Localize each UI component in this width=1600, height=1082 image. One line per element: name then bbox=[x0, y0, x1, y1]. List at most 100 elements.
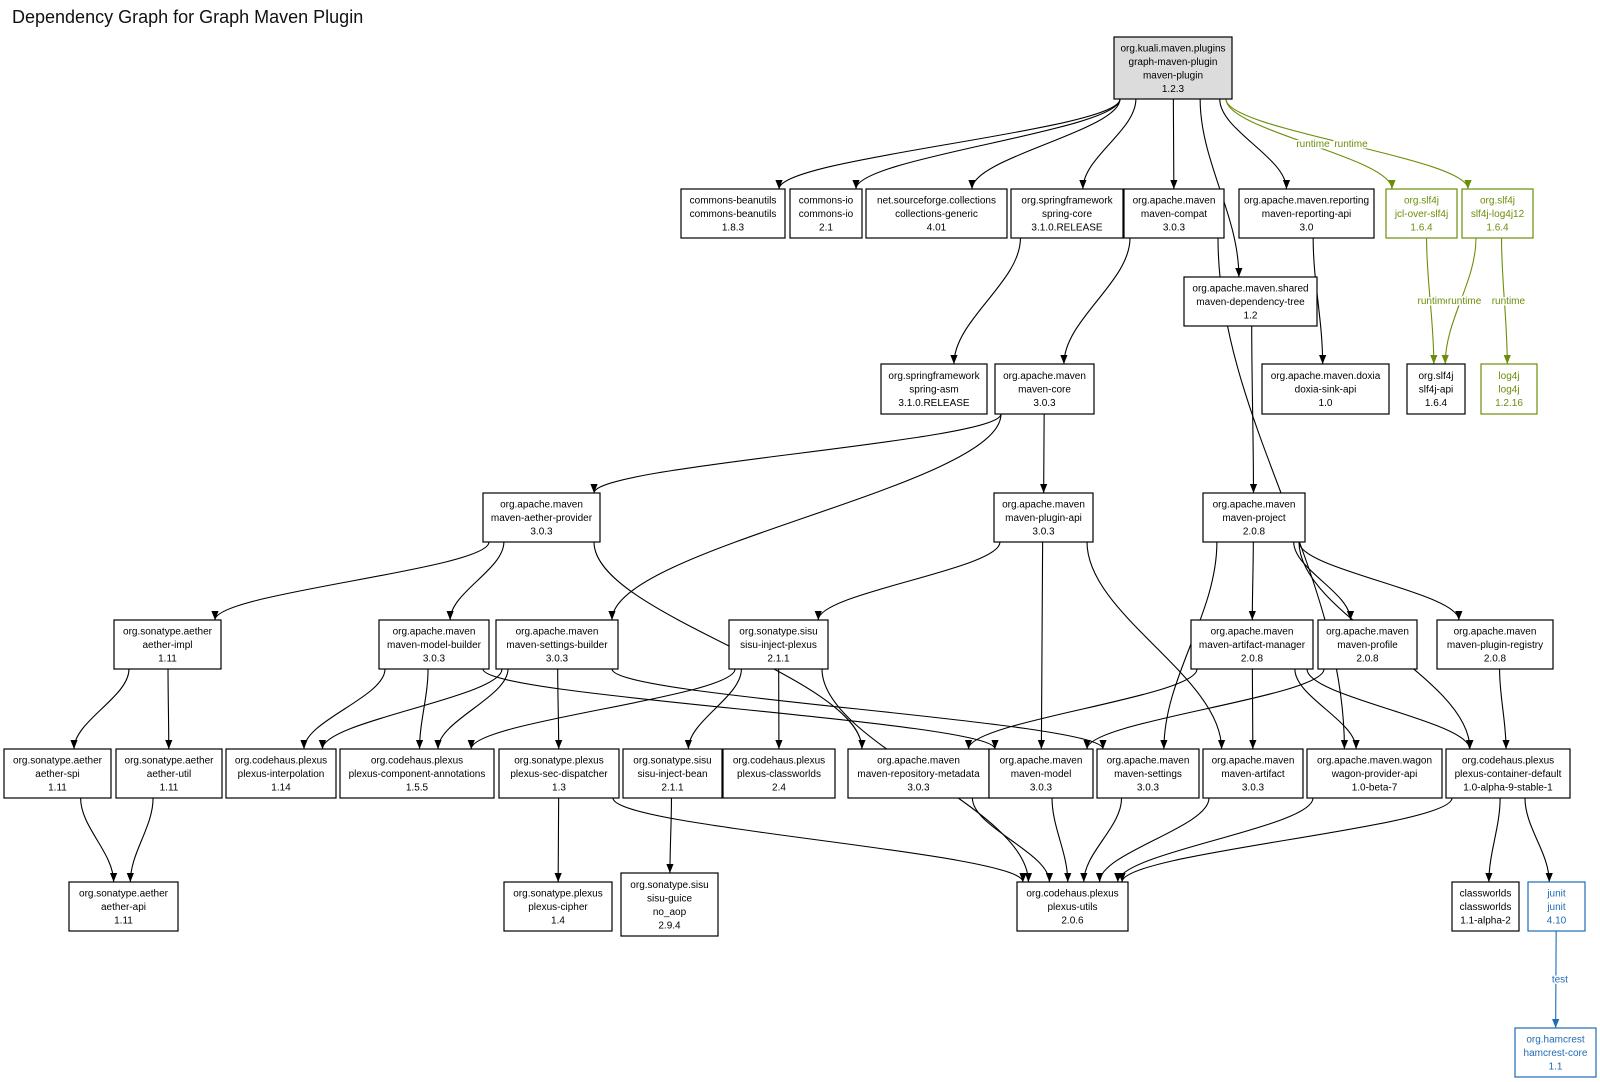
node-box bbox=[1123, 188, 1225, 239]
node-label-line: sisu-inject-plexus bbox=[740, 640, 817, 651]
node-label-line: 1.6.4 bbox=[1410, 223, 1433, 234]
node-box bbox=[498, 748, 620, 799]
node-label-line: 1.11 bbox=[114, 916, 133, 927]
node-box bbox=[728, 619, 829, 670]
dependency-edge-artifact-manager-to-wagon-provider bbox=[1294, 668, 1360, 750]
node-box bbox=[789, 188, 863, 239]
dependency-edge-slf4j-log4j12-to-log4j bbox=[1500, 237, 1511, 365]
node-label-line: org.apache.maven.reporting bbox=[1244, 196, 1369, 207]
dependency-edge-plugin-api-to-sisu-inject-plexus bbox=[814, 541, 1001, 621]
dependency-node-spring-core[interactable]: org.springframeworkspring-core3.1.0.RELE… bbox=[1010, 188, 1124, 239]
dependency-node-aether-provider[interactable]: org.apache.mavenmaven-aether-provider3.0… bbox=[482, 492, 601, 543]
node-label-line: 2.0.8 bbox=[1356, 654, 1379, 665]
dependency-edge-container-default-to-junit bbox=[1524, 797, 1553, 883]
node-label-line: org.codehaus.plexus bbox=[1462, 756, 1554, 767]
node-label-line: 1.3 bbox=[552, 783, 566, 794]
node-label-line: commons-beanutils bbox=[690, 196, 777, 207]
node-label-line: plexus-cipher bbox=[528, 902, 588, 913]
node-label-line: 4.01 bbox=[927, 223, 947, 234]
node-label-line: 3.0.3 bbox=[1032, 527, 1055, 538]
node-box bbox=[1010, 188, 1124, 239]
node-box bbox=[1238, 188, 1375, 239]
node-label-line: 1.11 bbox=[160, 783, 179, 794]
dependency-node-settings-builder[interactable]: org.apache.mavenmaven-settings-builder3.… bbox=[495, 619, 619, 670]
node-box bbox=[3, 748, 112, 799]
dependency-node-plugin-api[interactable]: org.apache.maven maven-plugin-api 3.0.3 bbox=[993, 492, 1094, 543]
node-label-line: org.apache.maven bbox=[1002, 500, 1085, 511]
node-label-line: commons-io bbox=[799, 209, 854, 220]
node-label-line: org.apache.maven bbox=[1212, 756, 1295, 767]
node-label-line: aether-util bbox=[147, 769, 191, 780]
node-label-line: 2.0.8 bbox=[1243, 527, 1266, 538]
node-label-line: org.apache.maven.doxia bbox=[1271, 371, 1381, 382]
dependency-edge-maven-compat-to-maven-core bbox=[1060, 237, 1131, 365]
dependency-node-collections[interactable]: net.sourceforge.collectionscollections-g… bbox=[865, 188, 1008, 239]
dependency-node-container-default[interactable]: org.codehaus.plexusplexus-container-defa… bbox=[1445, 748, 1571, 799]
node-box bbox=[1261, 363, 1390, 415]
node-label-line: org.apache.maven.wagon bbox=[1317, 756, 1432, 767]
node-label-line: org.sonatype.plexus bbox=[514, 756, 604, 767]
node-box bbox=[1445, 748, 1571, 799]
node-label-line: 3.0.3 bbox=[1242, 783, 1265, 794]
node-label-line: 3.1.0.RELEASE bbox=[898, 398, 969, 409]
node-label-line: collections-generic bbox=[895, 209, 978, 220]
node-label-line: org.apache.maven bbox=[1454, 627, 1537, 638]
dependency-node-wagon-provider[interactable]: org.apache.maven.wagonwagon-provider-api… bbox=[1306, 748, 1443, 799]
dependency-node-artifact-manager[interactable]: org.apache.mavenmaven-artifact-manager2.… bbox=[1190, 619, 1314, 670]
dependency-node-plugin-registry[interactable]: org.apache.mavenmaven-plugin-registry2.0… bbox=[1436, 619, 1554, 670]
dependency-edge-sisu-inject-bean-to-sisu-guice bbox=[666, 797, 674, 874]
node-label-line: 1.0-beta-7 bbox=[1352, 783, 1398, 794]
dependency-edge-root-to-collections bbox=[968, 98, 1121, 190]
node-label-line: maven-profile bbox=[1337, 640, 1398, 651]
dependency-node-spring-asm[interactable]: org.springframeworkspring-asm3.1.0.RELEA… bbox=[880, 363, 988, 415]
dependency-node-sec-dispatcher[interactable]: org.sonatype.plexusplexus-sec-dispatcher… bbox=[498, 748, 620, 799]
dependency-node-plexus-interpolation[interactable]: org.codehaus.plexusplexus-interpolation1… bbox=[225, 748, 337, 799]
node-label-line: maven-project bbox=[1222, 513, 1286, 524]
node-label-line: org.springframework bbox=[888, 371, 980, 382]
edge-scope-label: runtime bbox=[1448, 296, 1482, 307]
node-box bbox=[1385, 188, 1458, 239]
dependency-edge-maven-core-to-plugin-api bbox=[1040, 413, 1048, 494]
dependency-node-reporting-api[interactable]: org.apache.maven.reportingmaven-reportin… bbox=[1238, 188, 1375, 239]
dependency-node-repository-metadata[interactable]: org.apache.mavenmaven-repository-metadat… bbox=[847, 748, 990, 799]
node-label-line: plexus-utils bbox=[1047, 902, 1097, 913]
dependency-node-dependency-tree[interactable]: org.apache.maven.sharedmaven-dependency-… bbox=[1183, 276, 1318, 327]
dependency-node-component-annotations[interactable]: org.codehaus.plexusplexus-component-anno… bbox=[339, 748, 495, 799]
node-label-line: maven-plugin-api bbox=[1005, 513, 1082, 524]
dependency-node-root[interactable]: org.kuali.maven.pluginsgraph-maven-plugi… bbox=[1113, 36, 1233, 100]
node-label-line: 3.0 bbox=[1300, 223, 1314, 234]
node-label-line: 2.1 bbox=[819, 223, 833, 234]
dependency-edge-maven-artifact-to-plexus-utils bbox=[1096, 797, 1210, 883]
node-label-line: plexus-interpolation bbox=[238, 769, 325, 780]
node-box bbox=[865, 188, 1008, 239]
node-label-line: 1.2.3 bbox=[1162, 84, 1185, 95]
